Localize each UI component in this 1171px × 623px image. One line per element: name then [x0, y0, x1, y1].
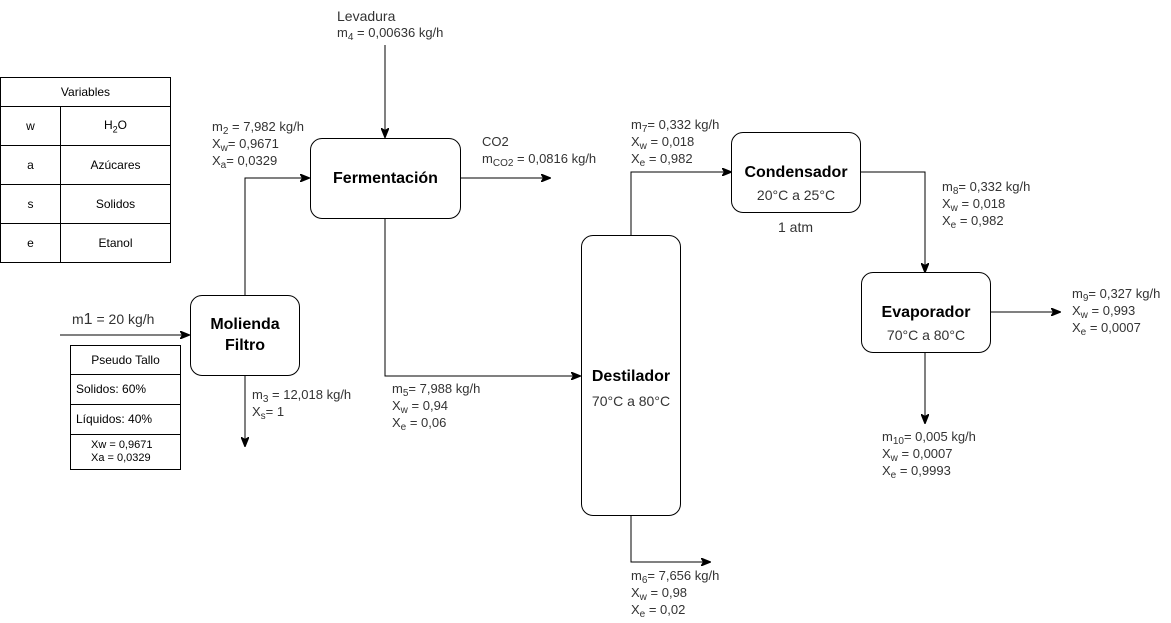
condensador-box: Condensador 20°C a 25°C: [731, 132, 861, 213]
table-row: e Etanol: [0, 223, 171, 263]
pseudo-tallo-liquidos: Líquidos: 40%: [71, 405, 180, 435]
variables-table-title: Variables: [0, 77, 171, 107]
stream-m9-label: m9= 0,327 kg/h Xw = 0,993 Xe = 0,0007: [1072, 286, 1161, 338]
stream-m3-label: m3 = 12,018 kg/h Xs= 1: [252, 387, 352, 422]
pseudo-tallo-box: Pseudo Tallo Solidos: 60% Líquidos: 40% …: [70, 345, 181, 470]
fermentacion-box: Fermentación: [310, 138, 461, 219]
arrow-m8: [861, 171, 925, 272]
stream-m2-label: m2 = 7,982 kg/h Xw= 0,9671 Xa= 0,0329: [212, 119, 304, 171]
destilador-box: Destilador 70°C a 80°C: [581, 235, 681, 516]
stream-m7-label: m7= 0,332 kg/h Xw = 0,018 Xe = 0,982: [631, 117, 720, 169]
pseudo-tallo-title: Pseudo Tallo: [71, 346, 180, 375]
stream-m4-label: m4 = 0,00636 kg/h: [337, 25, 444, 43]
evaporador-box: Evaporador 70°C a 80°C: [861, 272, 991, 353]
arrow-m2: [244, 178, 309, 295]
arrow-m7: [630, 172, 731, 235]
stream-m10-label: m10= 0,005 kg/h Xw = 0,0007 Xe = 0,9993: [882, 429, 976, 481]
arrow-m6: [630, 516, 710, 562]
pseudo-tallo-fractions: Xw = 0,9671 Xa = 0,0329: [91, 439, 153, 464]
molienda-filtro-box: Molienda Filtro: [190, 295, 300, 376]
arrow-m5: [384, 219, 580, 376]
levadura-label: Levadura: [337, 8, 396, 24]
condensador-pressure: 1 atm: [778, 219, 814, 235]
table-row: a Azúcares: [0, 145, 171, 185]
pseudo-tallo-solidos: Solidos: 60%: [71, 375, 180, 405]
variables-table: Variables w H2O a Azúcares s Solidos e E…: [0, 77, 171, 263]
stream-m8-label: m8= 0,332 kg/h Xw = 0,018 Xe = 0,982: [942, 179, 1031, 231]
stream-m5-label: m5= 7,988 kg/h Xw = 0,94 Xe = 0,06: [392, 381, 481, 433]
table-row: s Solidos: [0, 184, 171, 224]
stream-m1-label: m1 = 20 kg/h: [72, 311, 155, 328]
table-row: w H2O: [0, 106, 171, 146]
stream-co2-label: CO2 mCO2 = 0,0816 kg/h: [482, 134, 597, 169]
stream-m6-label: m6= 7,656 kg/h Xw = 0,98 Xe = 0,02: [631, 568, 720, 620]
